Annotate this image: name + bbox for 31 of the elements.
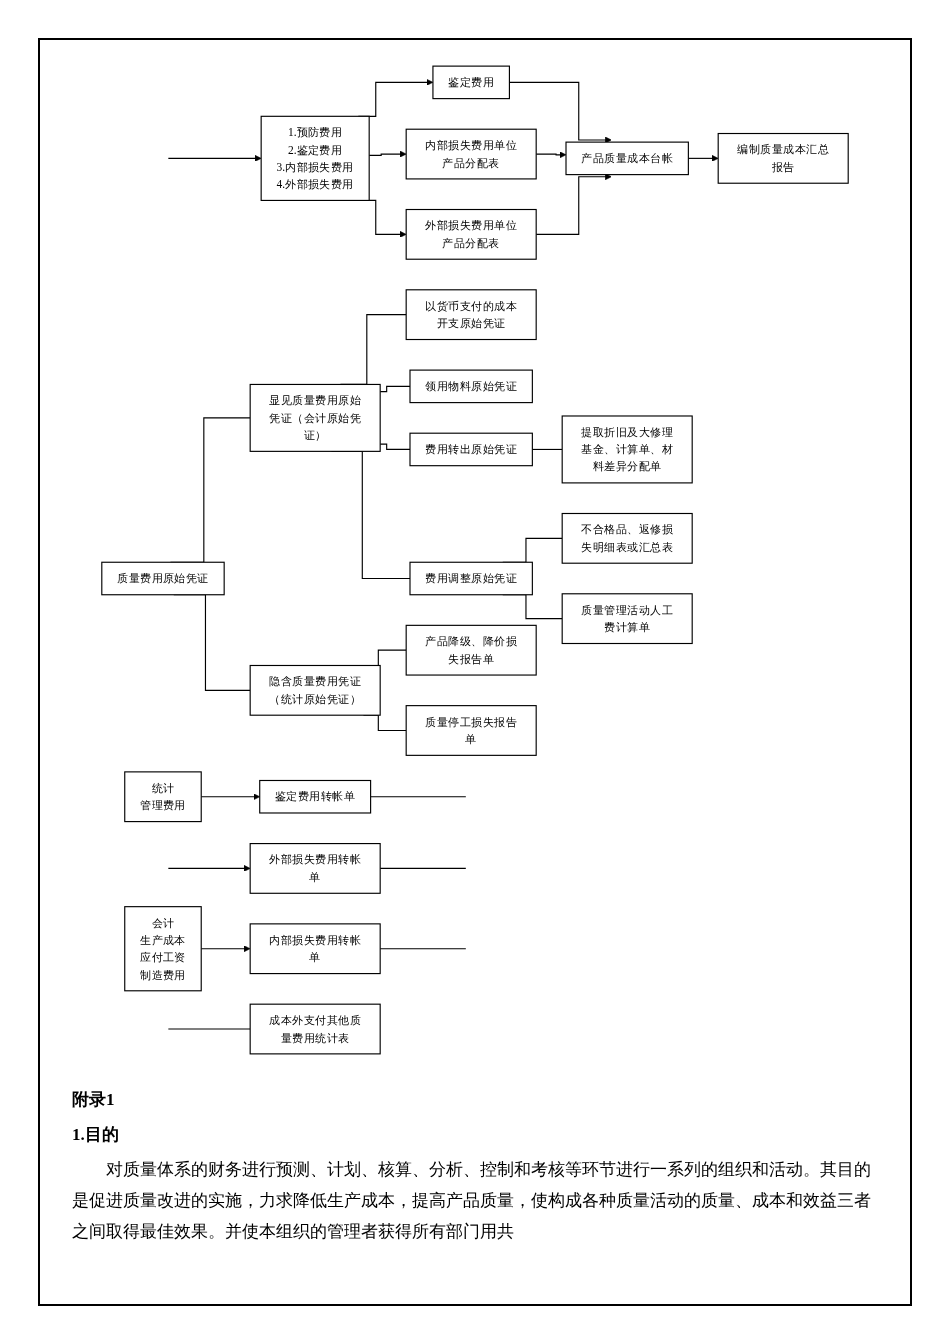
- node-box: 质量管理活动人工费计算单: [561, 593, 693, 645]
- node-box: 隐含质量费用凭证（统计原始凭证）: [249, 664, 381, 716]
- node-box: 内部损失费用单位产品分配表: [405, 128, 537, 180]
- node-box: 领用物料原始凭证: [409, 369, 533, 404]
- connector: [370, 796, 467, 798]
- node-box: 费用调整原始凭证: [409, 561, 533, 596]
- node-box: 会计 生产成本 应付工资 制造费用: [124, 906, 202, 992]
- node-box: 编制质量成本汇总报告: [717, 132, 849, 184]
- node-box: 外部损失费用单位产品分配表: [405, 208, 537, 260]
- connector: [167, 1028, 251, 1030]
- node-box: 鉴定费用: [432, 65, 510, 100]
- section-heading: 1.目的: [72, 1124, 120, 1146]
- node-box: 产品质量成本台帐: [565, 141, 689, 176]
- node-box: 提取折旧及大修理基金、计算单、材料差异分配单: [561, 415, 693, 484]
- node-box: 显见质量费用原始凭证（会计原始凭证）: [249, 383, 381, 452]
- node-box: 不合格品、返修损失明细表或汇总表: [561, 512, 693, 564]
- node-box: 内部损失费用转帐单: [249, 923, 381, 975]
- body-paragraph: 对质量体系的财务进行预测、计划、核算、分析、控制和考核等环节进行一系列的组织和活动。其目的是促进质量改进的实施，力求降低生产成本，提高产品质量，使构成各种质量活动的质量、成本和效益三者之间取得最佳效果。并使本组织的管理者获得所有部门用共: [72, 1159, 872, 1243]
- appendix-label: 附录1: [72, 1089, 116, 1111]
- node-box: 1.预防费用 2.鉴定费用 3.内部损失费用 4.外部损失费用: [260, 115, 370, 201]
- node-box: 鉴定费用转帐单: [259, 779, 372, 814]
- node-box: 外部损失费用转帐单: [249, 843, 381, 894]
- node-box: 成本外支付其他质量费用统计表: [249, 1003, 381, 1055]
- node-box: 费用转出原始凭证: [409, 432, 533, 467]
- node-box: 产品降级、降价损失报告单: [405, 624, 537, 676]
- node-box: 质量费用原始凭证: [101, 561, 225, 596]
- node-box: 质量停工损失报告单: [405, 705, 537, 756]
- node-box: 以货币支付的成本开支原始凭证: [405, 289, 537, 341]
- arrow: [167, 865, 251, 872]
- node-box: 统计 管理费用: [124, 771, 202, 823]
- arrow: [167, 155, 262, 162]
